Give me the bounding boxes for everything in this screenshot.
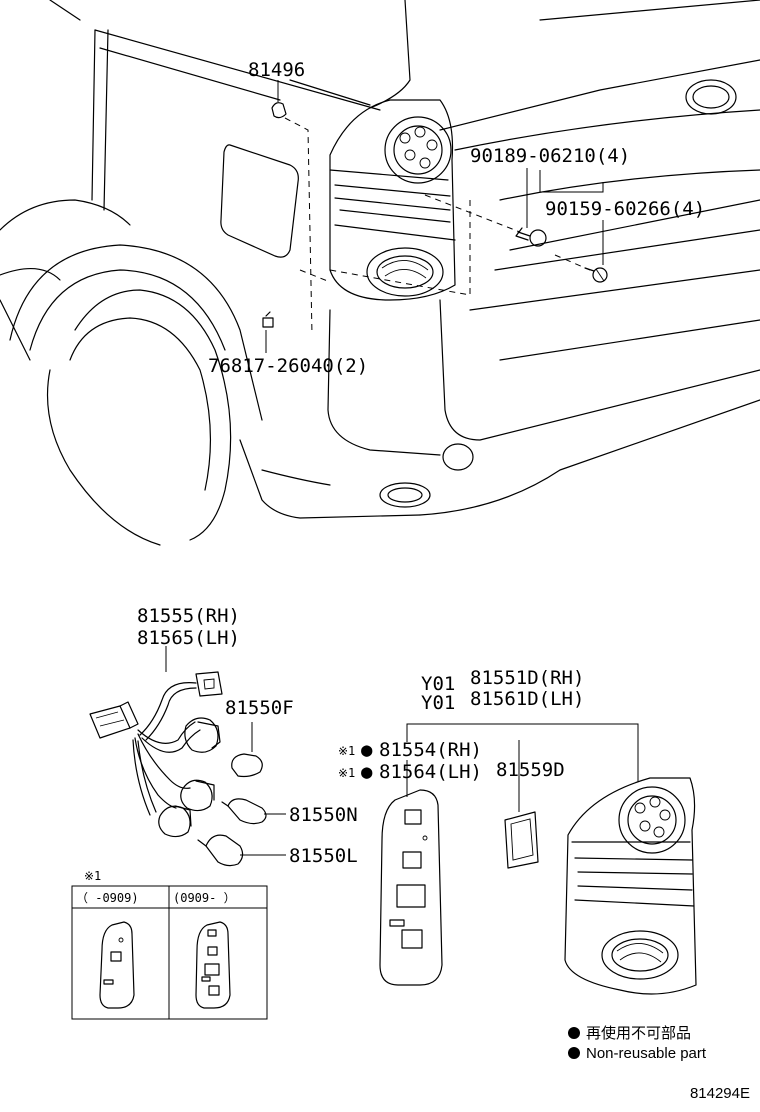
clip-fastener xyxy=(271,102,287,119)
bulb-f xyxy=(231,753,263,778)
label-socket-lh: 81565(LH) xyxy=(137,627,240,649)
label-gasket-lh: 81564(LH) xyxy=(379,761,482,783)
legend-en: Non-reusable part xyxy=(586,1045,707,1062)
gasket-lh-mark: ※1 xyxy=(338,766,355,780)
label-cover: 81559D xyxy=(496,759,565,781)
bulb-n xyxy=(221,798,267,825)
cushion-clip xyxy=(262,311,274,328)
tail-lamp-installed xyxy=(329,99,456,301)
label-gasket-rh: 81554(RH) xyxy=(379,739,482,761)
lamp-cover xyxy=(504,811,539,869)
label-lamp-lh-code: Y01 xyxy=(421,692,455,714)
screw-fastener xyxy=(584,267,608,283)
label-lamp-rh: 81551D(RH) xyxy=(470,667,584,689)
inset-col-new: (0909- ） xyxy=(173,891,236,905)
inset-box xyxy=(71,885,268,1020)
label-socket-rh: 81555(RH) xyxy=(137,605,240,627)
legend-bullet-icon xyxy=(568,1047,580,1059)
label-bulb-l: 81550L xyxy=(289,845,358,867)
lamp-screw xyxy=(515,227,547,247)
label-clip: 81496 xyxy=(248,59,305,81)
label-cushion: 76817-26040(2) xyxy=(208,355,368,377)
lamp-gasket xyxy=(379,789,443,986)
legend-jp: 再使用不可部品 xyxy=(586,1025,691,1042)
label-bulb-n: 81550N xyxy=(289,804,358,826)
label-lamp-rh-code: Y01 xyxy=(421,673,455,695)
label-screw: 90159-60266(4) xyxy=(545,198,705,220)
tail-lamp-assembly xyxy=(564,777,697,995)
diagram-code: 814294E xyxy=(690,1085,750,1102)
gasket-rh-mark: ※1 xyxy=(338,744,355,758)
bulb-l xyxy=(197,834,244,867)
inset-col-old: （ -0909) xyxy=(76,891,139,905)
gasket-rh-bullet: ● xyxy=(361,739,373,761)
legend-bullet-icon xyxy=(568,1027,580,1039)
inset-title: ※1 xyxy=(84,869,101,883)
gasket-lh-bullet: ● xyxy=(361,761,373,783)
vehicle-rear-body xyxy=(0,0,760,546)
socket-wire-assembly xyxy=(89,671,223,838)
label-lamp-lh: 81561D(LH) xyxy=(470,688,584,710)
label-bulb-f: 81550F xyxy=(225,697,294,719)
label-lamp-screw: 90189-06210(4) xyxy=(470,145,630,167)
